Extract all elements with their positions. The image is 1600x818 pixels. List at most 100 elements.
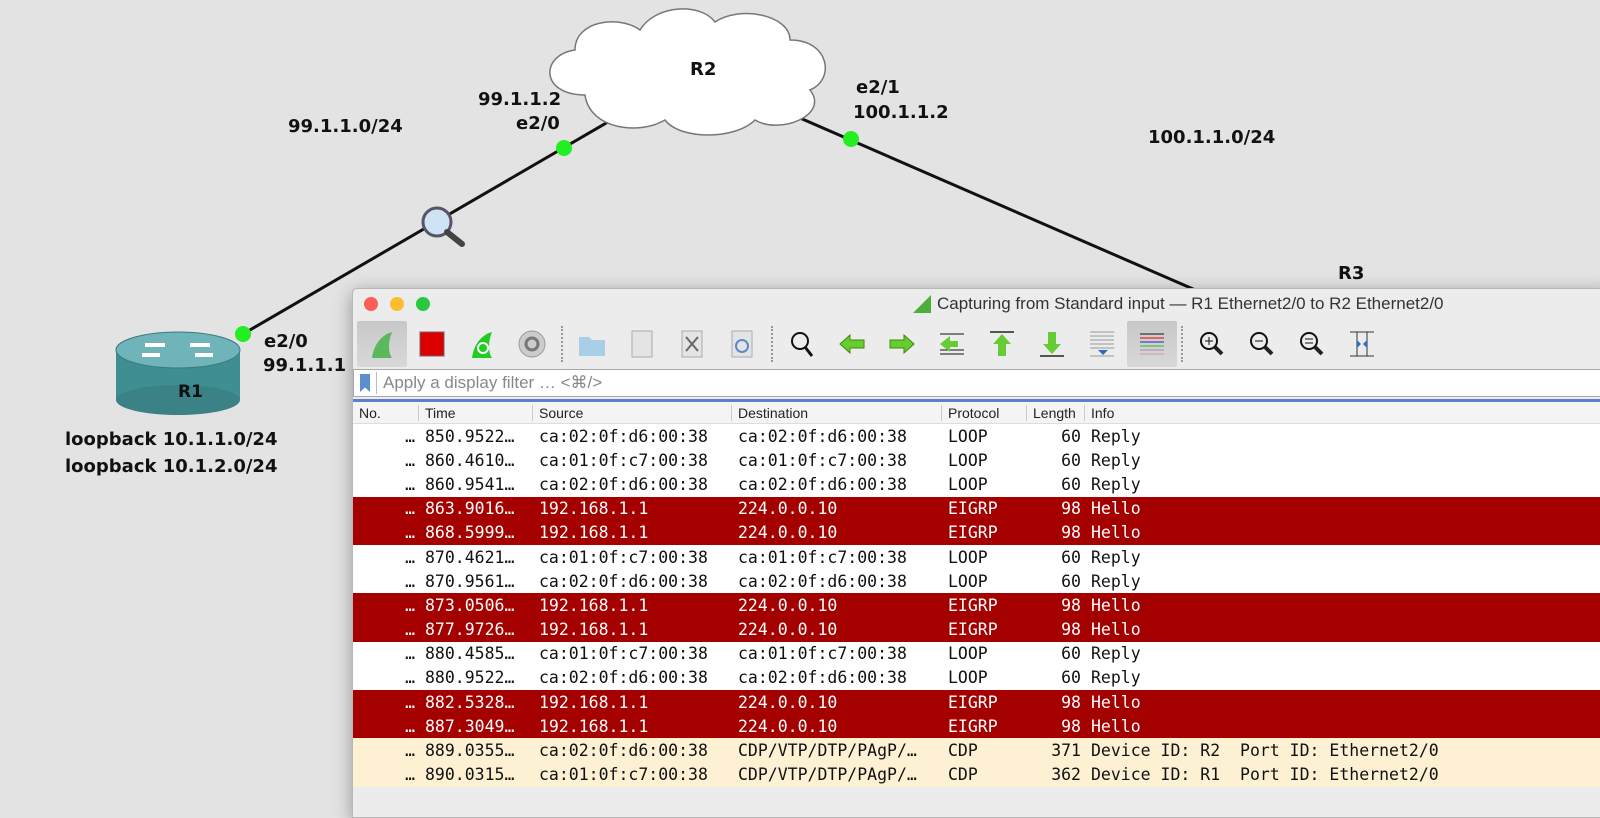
minimize-button[interactable] [390, 297, 404, 311]
go-to-packet-button[interactable] [927, 321, 977, 367]
link-r2-r3[interactable] [799, 116, 1201, 294]
cell-time: 887.3049… [425, 716, 515, 736]
cell-no: … [405, 426, 415, 446]
cell-no: … [405, 716, 415, 736]
r2-e20-label: e2/0 [516, 113, 560, 134]
last-packet-button[interactable] [1027, 321, 1077, 367]
go-forward-button[interactable] [877, 321, 927, 367]
resize-columns-button[interactable] [1337, 321, 1387, 367]
cell-info: Reply [1091, 644, 1141, 664]
reload-file-button[interactable] [717, 321, 767, 367]
router-label-r1: R1 [178, 382, 203, 402]
display-filter-input[interactable]: Apply a display filter … <⌘/> [383, 373, 603, 392]
r1-e20-ip: 99.1.1.1 [263, 355, 347, 376]
close-file-icon [681, 330, 703, 358]
first-packet-button[interactable] [977, 321, 1027, 367]
maximize-button[interactable] [416, 297, 430, 311]
cell-length: 60 [1061, 571, 1081, 591]
cell-protocol: LOOP [948, 474, 988, 494]
capture-magnifier-icon[interactable] [421, 206, 465, 247]
auto-scroll-button[interactable] [1077, 321, 1127, 367]
cell-no: … [405, 450, 415, 470]
cell-source: ca:01:0f:c7:00:38 [539, 450, 708, 470]
col-source[interactable]: Source [533, 404, 732, 421]
col-length[interactable]: Length [1027, 404, 1085, 421]
cell-length: 60 [1061, 547, 1081, 567]
cell-source: 192.168.1.1 [539, 716, 649, 736]
router-label-r3: R3 [1338, 263, 1365, 284]
cell-length: 371 [1051, 741, 1081, 761]
r2-e20-ip: 99.1.1.2 [478, 89, 562, 110]
capture-options-button[interactable] [507, 321, 557, 367]
cell-length: 60 [1061, 644, 1081, 664]
last-packet-icon [1040, 332, 1064, 357]
col-no[interactable]: No. [353, 404, 419, 421]
cell-destination: 224.0.0.10 [738, 523, 838, 543]
colorize-icon [1140, 333, 1164, 355]
start-capture-icon [372, 332, 392, 358]
col-time[interactable]: Time [419, 404, 533, 421]
col-info[interactable]: Info [1091, 404, 1115, 421]
cell-no: … [405, 499, 415, 519]
stop-capture-button[interactable] [407, 321, 457, 367]
cell-source: ca:02:0f:d6:00:38 [539, 571, 708, 591]
display-filter-bar[interactable]: Apply a display filter … <⌘/> [353, 369, 1600, 397]
colorize-button[interactable] [1127, 321, 1177, 367]
cell-no: … [405, 547, 415, 567]
normal-size-button[interactable] [1287, 321, 1337, 367]
r1-loopback-1: loopback 10.1.1.0/24 [65, 429, 278, 450]
open-file-button[interactable] [567, 321, 617, 367]
find-packet-button[interactable] [777, 321, 827, 367]
cell-destination: ca:02:0f:d6:00:38 [738, 474, 907, 494]
stop-capture-icon [419, 331, 445, 357]
cell-length: 60 [1061, 668, 1081, 688]
col-destination[interactable]: Destination [732, 404, 942, 421]
cell-destination: 224.0.0.10 [738, 716, 838, 736]
open-file-icon [579, 337, 605, 356]
title-bar[interactable]: Capturing from Standard input — R1 Ether… [353, 289, 1600, 319]
resize-columns-icon [1350, 331, 1374, 357]
cell-no: … [405, 571, 415, 591]
bookmark-icon[interactable] [360, 374, 370, 392]
go-back-button[interactable] [827, 321, 877, 367]
network-label-1: 99.1.1.0/24 [288, 116, 403, 137]
cell-source: 192.168.1.1 [539, 620, 649, 640]
cell-no: … [405, 474, 415, 494]
cell-info: Hello [1091, 523, 1141, 543]
col-protocol[interactable]: Protocol [942, 404, 1027, 421]
save-file-icon [631, 330, 653, 358]
cloud-r2[interactable] [549, 8, 826, 136]
packet-list-header: No. Time Source Destination Protocol Len… [353, 402, 1600, 424]
window-title: Capturing from Standard input — R1 Ether… [937, 294, 1444, 313]
cell-destination: ca:01:0f:c7:00:38 [738, 450, 907, 470]
start-capture-button[interactable] [357, 321, 407, 367]
cell-destination: ca:01:0f:c7:00:38 [738, 644, 907, 664]
close-button[interactable] [364, 297, 378, 311]
restart-capture-button[interactable] [457, 321, 507, 367]
interface-dot-r1-e20 [235, 326, 251, 342]
cell-destination: ca:02:0f:d6:00:38 [738, 426, 907, 446]
router-r1-icon[interactable] [115, 331, 241, 415]
cell-time: 880.9522… [425, 668, 515, 688]
cell-destination: ca:02:0f:d6:00:38 [738, 668, 907, 688]
zoom-in-button[interactable] [1187, 321, 1237, 367]
close-file-button[interactable] [667, 321, 717, 367]
zoom-out-button[interactable] [1237, 321, 1287, 367]
save-file-button[interactable] [617, 321, 667, 367]
